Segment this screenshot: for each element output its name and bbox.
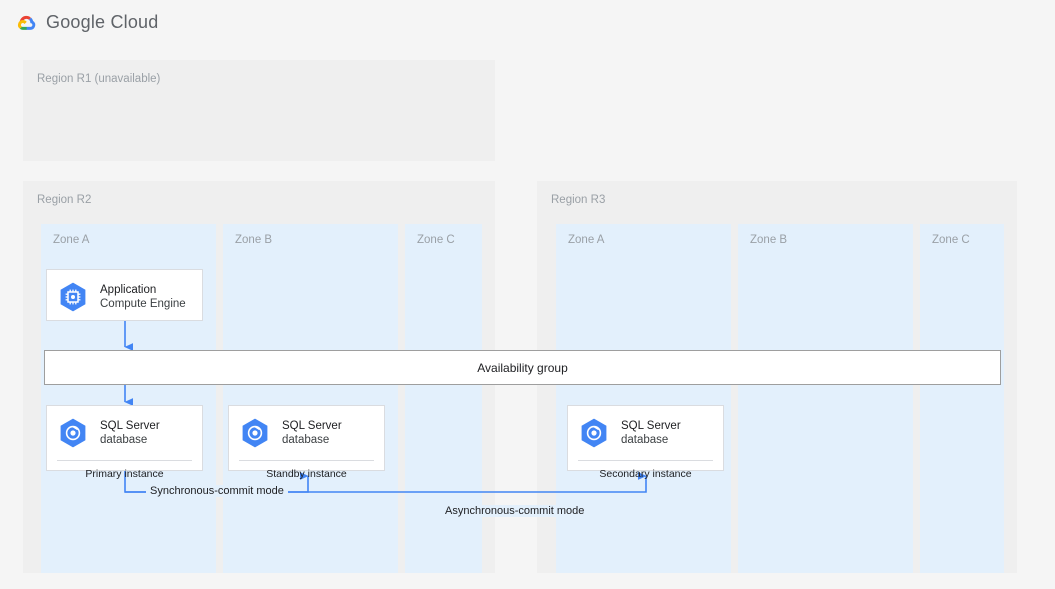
card-secondary-subtitle: database (621, 434, 669, 446)
region-r2-label: Region R2 (37, 194, 92, 206)
zone-r2-b: Zone B (223, 224, 398, 573)
region-r1-label: Region R1 (unavailable) (37, 73, 161, 85)
card-divider (57, 460, 192, 461)
google-cloud-logo-icon (14, 12, 40, 36)
zone-r2-c-label: Zone C (417, 234, 455, 246)
card-primary-title: SQL Server (100, 420, 160, 432)
card-primary-footer: Primary instance (85, 468, 164, 480)
region-r3-label: Region R3 (551, 194, 606, 206)
zone-r3-b-label: Zone B (750, 234, 788, 246)
card-primary-instance[interactable]: SQL Server database Primary instance (46, 405, 203, 480)
zone-r2-b-label: Zone B (235, 234, 273, 246)
card-secondary-title: SQL Server (621, 420, 681, 432)
card-divider (239, 460, 374, 461)
card-primary-subtitle: database (100, 434, 148, 446)
connector-label-synchronous-commit: Synchronous-commit mode (146, 485, 288, 497)
zone-r2-a-label: Zone A (53, 234, 90, 246)
sql-server-database-icon (238, 416, 272, 450)
card-divider (578, 460, 713, 461)
zone-r2-c: Zone C (405, 224, 482, 573)
card-application[interactable]: Application Compute Engine (46, 269, 203, 321)
availability-group-label: Availability group (477, 360, 568, 375)
compute-engine-icon (56, 280, 90, 314)
card-application-subtitle: Compute Engine (100, 298, 186, 310)
zone-r3-c: Zone C (920, 224, 1004, 573)
card-application-title: Application (100, 284, 157, 296)
card-standby-subtitle: database (282, 434, 330, 446)
card-standby-instance[interactable]: SQL Server database Standby instance (228, 405, 385, 480)
zone-r3-c-label: Zone C (932, 234, 970, 246)
card-standby-title: SQL Server (282, 420, 342, 432)
sql-server-database-icon (56, 416, 90, 450)
card-standby-footer: Standby instance (266, 468, 347, 480)
zone-r3-a-label: Zone A (568, 234, 605, 246)
region-r1: Region R1 (unavailable) (23, 60, 495, 161)
zone-r3-b: Zone B (738, 224, 913, 573)
connector-label-asynchronous-commit: Asynchronous-commit mode (441, 505, 589, 517)
sql-server-database-icon (577, 416, 611, 450)
card-secondary-instance[interactable]: SQL Server database Secondary instance (567, 405, 724, 480)
zone-r3-a: Zone A (556, 224, 731, 573)
card-secondary-footer: Secondary instance (599, 468, 692, 480)
page-header: Google Cloud (0, 0, 1055, 48)
brand-title: Google Cloud (46, 12, 159, 32)
availability-group-bar: Availability group (44, 350, 1001, 385)
